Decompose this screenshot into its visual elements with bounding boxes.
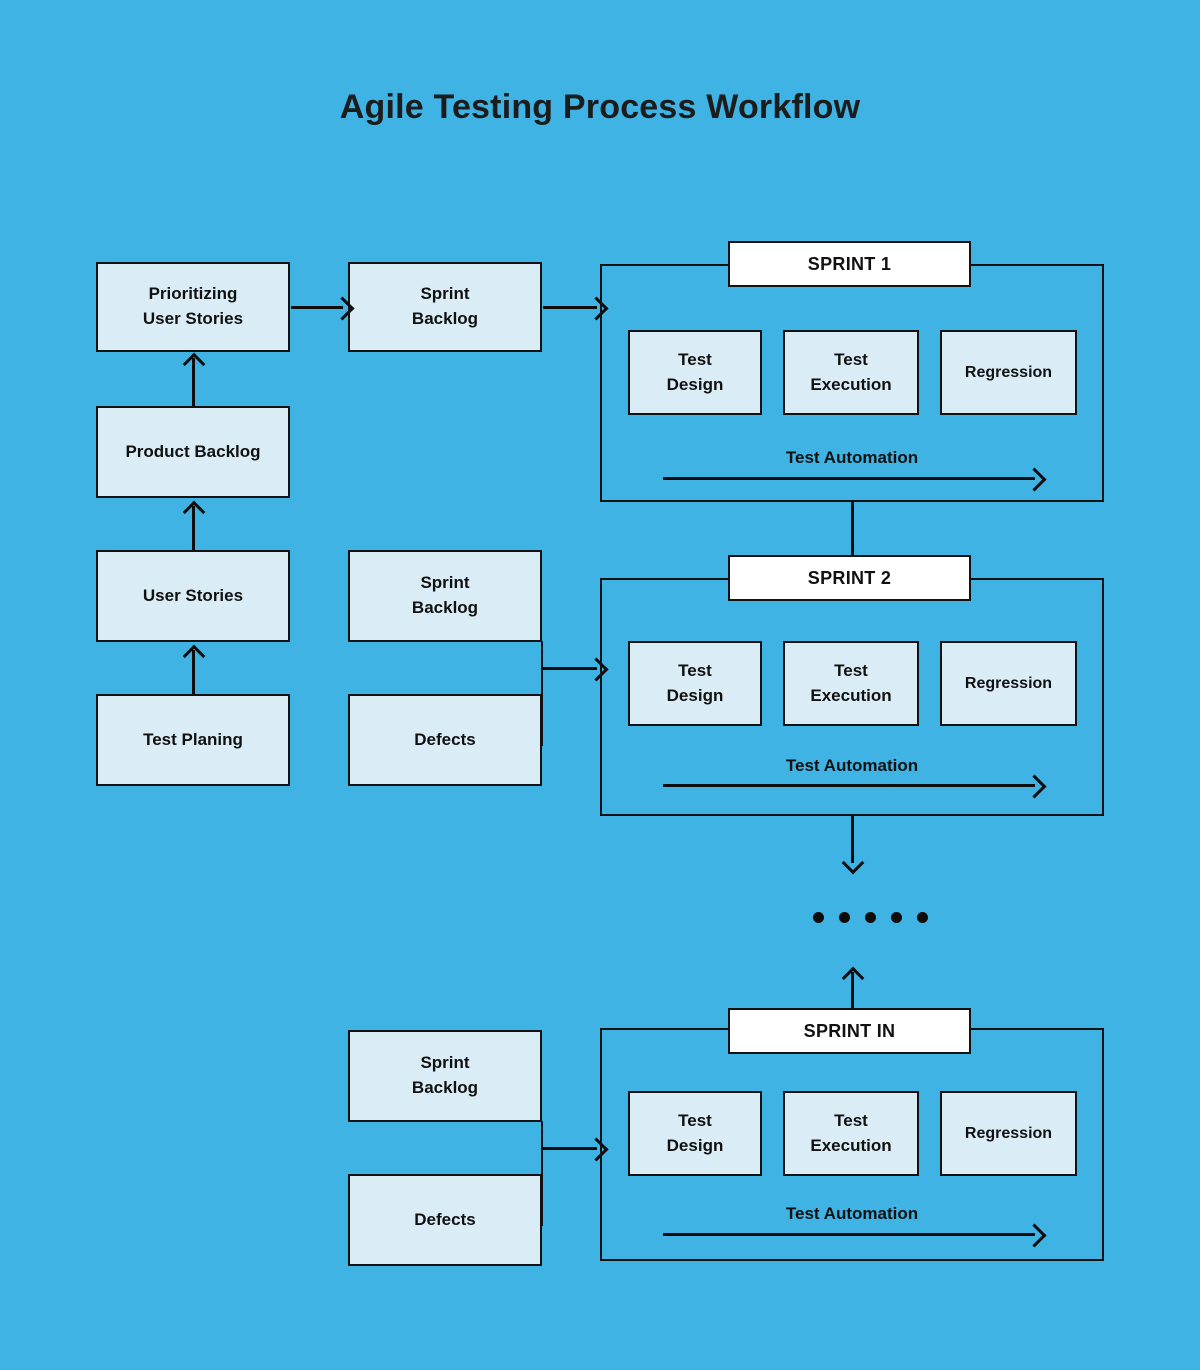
arrowhead-up-product-backlog (182, 500, 206, 524)
sprint-in-automation-arrow-line (663, 1233, 1035, 1236)
node-user-stories[interactable]: User Stories (96, 550, 290, 642)
sprint-in-tab[interactable]: SPRINT IN (728, 1008, 971, 1054)
node-sprint-backlog-2[interactable]: Sprint Backlog (348, 550, 542, 642)
sprint-1-automation-arrow-line (663, 477, 1035, 480)
sprint-2-activity-regression[interactable]: Regression (940, 641, 1077, 726)
sprint-1-activity-test-design[interactable]: Test Design (628, 330, 762, 415)
sprint-2-tab[interactable]: SPRINT 2 (728, 555, 971, 601)
sprint-2-activity-test-design[interactable]: Test Design (628, 641, 762, 726)
sprint-in-activity-test-execution[interactable]: Test Execution (783, 1091, 919, 1176)
node-product-backlog[interactable]: Product Backlog (96, 406, 290, 498)
connector-test-planing-to-user-stories (192, 650, 195, 694)
connector-join-rown (541, 1121, 543, 1226)
arrowhead-up-prioritizing (182, 352, 206, 376)
connector-rown-to-sprint-in (541, 1147, 597, 1150)
connector-sprint-backlog-1-to-sprint-1 (543, 306, 597, 309)
dot-3 (865, 912, 876, 923)
sprint-1-tab[interactable]: SPRINT 1 (728, 241, 971, 287)
node-sprint-backlog-n[interactable]: Sprint Backlog (348, 1030, 542, 1122)
connector-join-row2 (541, 641, 543, 746)
sprint-in-automation-label: Test Automation (785, 1204, 919, 1223)
continuation-dots (813, 912, 928, 923)
arrowhead-up-user-stories (182, 644, 206, 668)
sprint-in-activity-test-design[interactable]: Test Design (628, 1091, 762, 1176)
node-test-planing[interactable]: Test Planing (96, 694, 290, 786)
node-defects-n[interactable]: Defects (348, 1174, 542, 1266)
dot-4 (891, 912, 902, 923)
connector-prioritizing-to-sprint-backlog-1 (291, 306, 343, 309)
arrowhead-up-sprint-in (841, 966, 865, 990)
connector-product-backlog-to-prioritizing (192, 358, 195, 406)
sprint-2-activity-test-execution[interactable]: Test Execution (783, 641, 919, 726)
dot-2 (839, 912, 850, 923)
sprint-1-activity-regression[interactable]: Regression (940, 330, 1077, 415)
arrowhead-down-dots (841, 851, 865, 875)
node-defects-2[interactable]: Defects (348, 694, 542, 786)
dot-1 (813, 912, 824, 923)
connector-row2-to-sprint-2 (541, 667, 597, 670)
page-title: Agile Testing Process Workflow (339, 88, 861, 126)
connector-sprint-2-to-dots (851, 816, 854, 863)
sprint-1-activity-test-execution[interactable]: Test Execution (783, 330, 919, 415)
sprint-2-automation-label: Test Automation (785, 756, 919, 775)
node-sprint-backlog-1[interactable]: Sprint Backlog (348, 262, 542, 352)
sprint-in-activity-regression[interactable]: Regression (940, 1091, 1077, 1176)
sprint-1-automation-label: Test Automation (785, 448, 919, 467)
connector-sprint-1-to-sprint-2 (851, 502, 854, 557)
connector-dots-to-sprint-in (851, 972, 854, 1020)
dot-5 (917, 912, 928, 923)
connector-user-stories-to-product-backlog (192, 506, 195, 550)
node-prioritizing-user-stories[interactable]: Prioritizing User Stories (96, 262, 290, 352)
sprint-2-automation-arrow-line (663, 784, 1035, 787)
